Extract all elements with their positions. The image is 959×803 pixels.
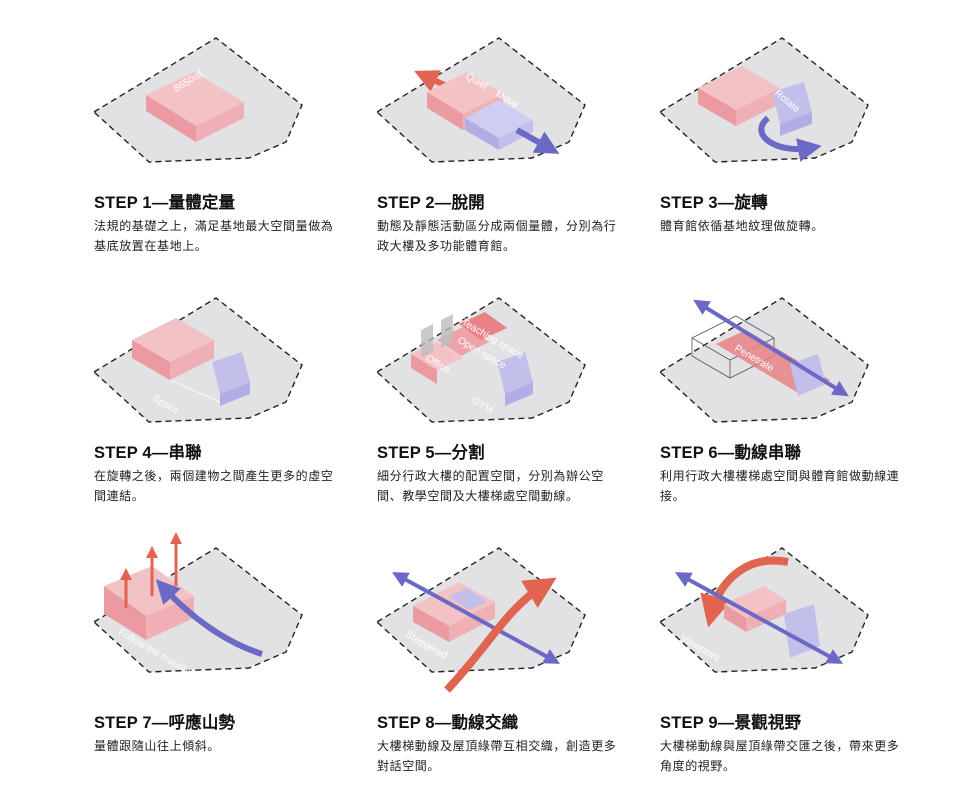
quiet-left: [132, 340, 170, 380]
mass-left: [104, 586, 146, 640]
step-6-desc: 利用行政大樓樓梯處空間與體育館做動線連接。: [660, 469, 900, 503]
step-5-title: STEP 5—分割: [377, 444, 485, 462]
step-8-desc: 大樓梯動線及屋頂綠帶互相交織，創造更多對話空間。: [377, 739, 617, 773]
quiet-left: [427, 92, 463, 130]
gym-mass: [212, 352, 250, 394]
move-right: [499, 120, 533, 150]
step-9-desc: 大樓梯動線與屋頂綠帶交匯之後，帶來更多角度的視野。: [660, 739, 900, 773]
gym-side: [780, 112, 812, 136]
green-belt-arrow: [444, 577, 557, 693]
step-2-diagram: Quiet Move: [377, 37, 586, 163]
space-link: [169, 379, 221, 403]
step-8-title: STEP 8—動線交織: [377, 714, 519, 732]
step-4-diagram: Space: [94, 297, 303, 423]
step-7-diagram: Follow the mountain: [94, 532, 303, 681]
step-2-desc: 動態及靜態活動區分成兩個量體，分別為行政大樓及多功能體育館。: [377, 219, 617, 253]
quiet-left: [698, 88, 736, 126]
step-9-diagram: Viewpoint: [660, 547, 869, 673]
step-3-title: STEP 3—旋轉: [660, 194, 768, 212]
quiet-right: [170, 340, 214, 380]
step-3-diagram: Rotate: [660, 37, 869, 163]
step-1-title: STEP 1—量體定量: [94, 194, 236, 212]
step-7-desc: 量體跟隨山往上傾斜。: [94, 739, 221, 753]
site-outline: [94, 547, 303, 673]
mass-top: [146, 72, 244, 126]
step-3-desc: 體育館依循基地紋理做旋轉。: [660, 219, 824, 233]
step-1-desc: 法規的基礎之上，滿足基地最大空間量做為基底放置在基地上。: [94, 219, 334, 253]
partition-2: [441, 314, 453, 348]
quiet-right: [736, 88, 780, 126]
circulation-arrow: [391, 572, 561, 664]
office-left: [411, 354, 437, 384]
step-6-diagram: Penetrate: [660, 297, 869, 423]
step-8-diagram: Staggered: [377, 547, 586, 693]
arrow-right: [515, 127, 560, 154]
quiet-top: [698, 66, 780, 110]
mass-left: [146, 95, 196, 142]
step-5-diagram: Teaching space Open space Office GYM: [377, 297, 586, 423]
teaching-top: [459, 312, 507, 340]
step-4-title: STEP 4—串聯: [94, 444, 202, 462]
step-4-desc: 在旋轉之後，兩個建物之間產生更多的虛空間連結。: [94, 469, 334, 503]
step-2-title: STEP 2—脫開: [377, 194, 485, 212]
step-5-desc: 細分行政大樓的配置空間，分別為辦公空間、教學空間及大樓梯處空間動線。: [377, 469, 604, 503]
circulation-arrow: [674, 572, 844, 664]
rotate-arrow: [758, 115, 822, 162]
gym-mass: [497, 352, 533, 394]
partition-1: [421, 324, 433, 358]
move-left: [465, 118, 499, 150]
mass-right: [196, 102, 244, 142]
gym-mass: [772, 82, 812, 124]
step-1-diagram: 8650㎡: [94, 37, 303, 163]
gym-side: [505, 382, 533, 406]
slope-arrow: [155, 579, 263, 657]
step-6-title: STEP 6—動線串聯: [660, 444, 802, 462]
move-top: [465, 100, 533, 138]
gym-side: [220, 382, 250, 406]
step-7-title: STEP 7—呼應山勢: [94, 714, 236, 732]
step-9-title: STEP 9—景觀視野: [660, 714, 802, 732]
circulation-arrow: [693, 299, 849, 397]
quiet-top: [132, 318, 214, 362]
